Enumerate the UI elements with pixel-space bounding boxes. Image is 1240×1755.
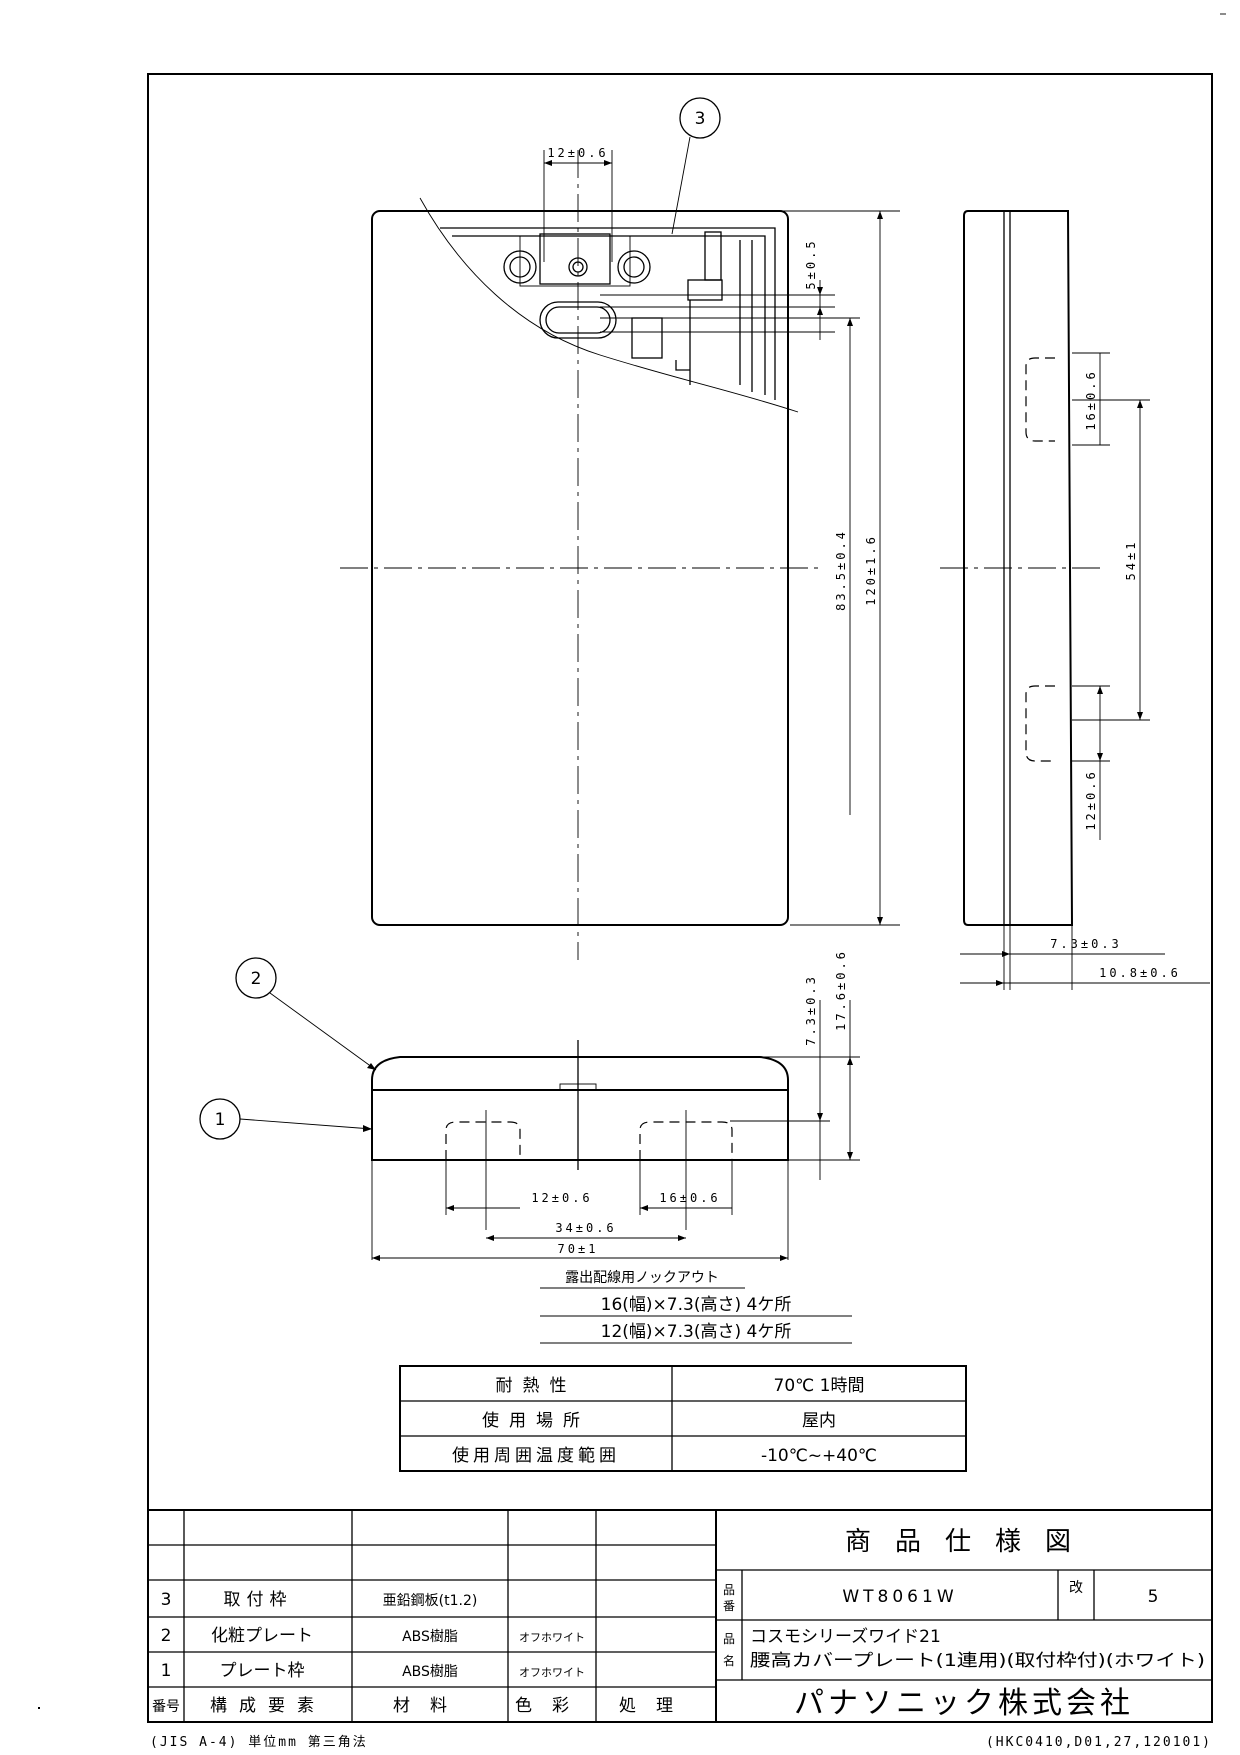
dim-10-8: 10.8±0.6 xyxy=(1099,966,1181,980)
spec-table xyxy=(399,1365,967,1472)
dim-5: 5±0.5 xyxy=(804,238,818,289)
side-view xyxy=(940,210,1210,990)
dim-7-3-bottom: 7.3±0.3 xyxy=(804,974,818,1046)
knockout-title: 露出配線用ノックアウト xyxy=(565,1270,719,1286)
dim-16-bottom: 16±0.6 xyxy=(659,1191,720,1205)
dim-120: 120±1.6 xyxy=(864,534,878,606)
header-treatment: 処理 xyxy=(619,1696,693,1716)
knockout-line-1: 16(幅)×7.3(高さ) 4ケ所 xyxy=(601,1295,792,1315)
part-material-3: 亜鉛鋼板(t1.2) xyxy=(383,1593,478,1609)
header-material: 材料 xyxy=(393,1696,467,1716)
callouts xyxy=(199,97,721,1140)
dim-17-6: 17.6±0.6 xyxy=(834,949,848,1031)
part-no-label-1: 品 xyxy=(723,1583,735,1597)
revision-number: 5 xyxy=(1148,1587,1159,1607)
dim-7-3-side: 7.3±0.3 xyxy=(1050,937,1122,951)
drawing-title: 商品仕様図 xyxy=(845,1527,1095,1557)
dim-83-5: 83.5±0.4 xyxy=(834,529,848,611)
part-name-2: 化粧プレート xyxy=(211,1626,313,1646)
revision-label: 改 xyxy=(1069,1580,1083,1596)
name-label-1: 品 xyxy=(723,1632,735,1646)
dim-70: 70±1 xyxy=(558,1242,599,1256)
spec-value-3: -10℃~+40℃ xyxy=(761,1446,877,1466)
name-label-2: 名 xyxy=(723,1653,735,1668)
drawing-border xyxy=(147,73,1213,1723)
title-block-lines xyxy=(148,1509,1212,1722)
dim-12-top: 12±0.6 xyxy=(547,146,608,160)
spec-label-3: 使用周囲温度範囲 xyxy=(452,1445,620,1466)
dim-16-side: 16±0.6 xyxy=(1084,369,1098,430)
callout-1: 1 xyxy=(215,1110,226,1130)
part-name-1: プレート枠 xyxy=(220,1661,305,1681)
part-no-1: 1 xyxy=(161,1661,172,1681)
company-name: パナソニック株式会社 xyxy=(794,1686,1134,1721)
part-no-2: 2 xyxy=(161,1626,172,1646)
spec-label-1: 耐熱性 xyxy=(496,1376,577,1396)
product-name-line-1: コスモシリーズワイド21 xyxy=(750,1627,941,1647)
header-name: 構成要素 xyxy=(210,1696,326,1716)
spec-label-2: 使用場所 xyxy=(482,1410,590,1431)
spec-value-1: 70℃ 1時間 xyxy=(774,1376,865,1396)
part-number: WT8061W xyxy=(842,1587,957,1607)
footer-left: (JIS A-4) 単位mm 第三角法 xyxy=(150,1734,368,1750)
callout-2: 2 xyxy=(251,969,262,989)
part-material-1: ABS樹脂 xyxy=(402,1664,458,1680)
product-name-line-2: 腰高カバープレート(1連用)(取付枠付)(ホワイト) xyxy=(750,1651,1205,1671)
front-view xyxy=(340,150,900,960)
footer-right: (HKC0410,D01,27,120101) xyxy=(986,1735,1212,1750)
callout-3: 3 xyxy=(695,109,706,129)
dim-12-bottom: 12±0.6 xyxy=(531,1191,592,1205)
dim-12-side: 12±0.6 xyxy=(1084,769,1098,830)
part-material-2: ABS樹脂 xyxy=(402,1629,458,1645)
header-color: 色彩 xyxy=(515,1696,589,1716)
part-no-label-2: 番 xyxy=(723,1599,735,1613)
header-no: 番号 xyxy=(152,1699,180,1715)
dim-34: 34±0.6 xyxy=(555,1221,616,1235)
spec-value-2: 屋内 xyxy=(802,1411,836,1431)
part-name-3: 取付枠 xyxy=(224,1590,293,1610)
part-no-3: 3 xyxy=(161,1590,172,1610)
dim-54: 54±1 xyxy=(1124,540,1138,581)
bottom-view xyxy=(371,1000,860,1261)
part-color-2: オフホワイト xyxy=(519,1631,585,1644)
part-color-1: オフホワイト xyxy=(519,1666,585,1679)
knockout-line-2: 12(幅)×7.3(高さ) 4ケ所 xyxy=(601,1322,792,1342)
